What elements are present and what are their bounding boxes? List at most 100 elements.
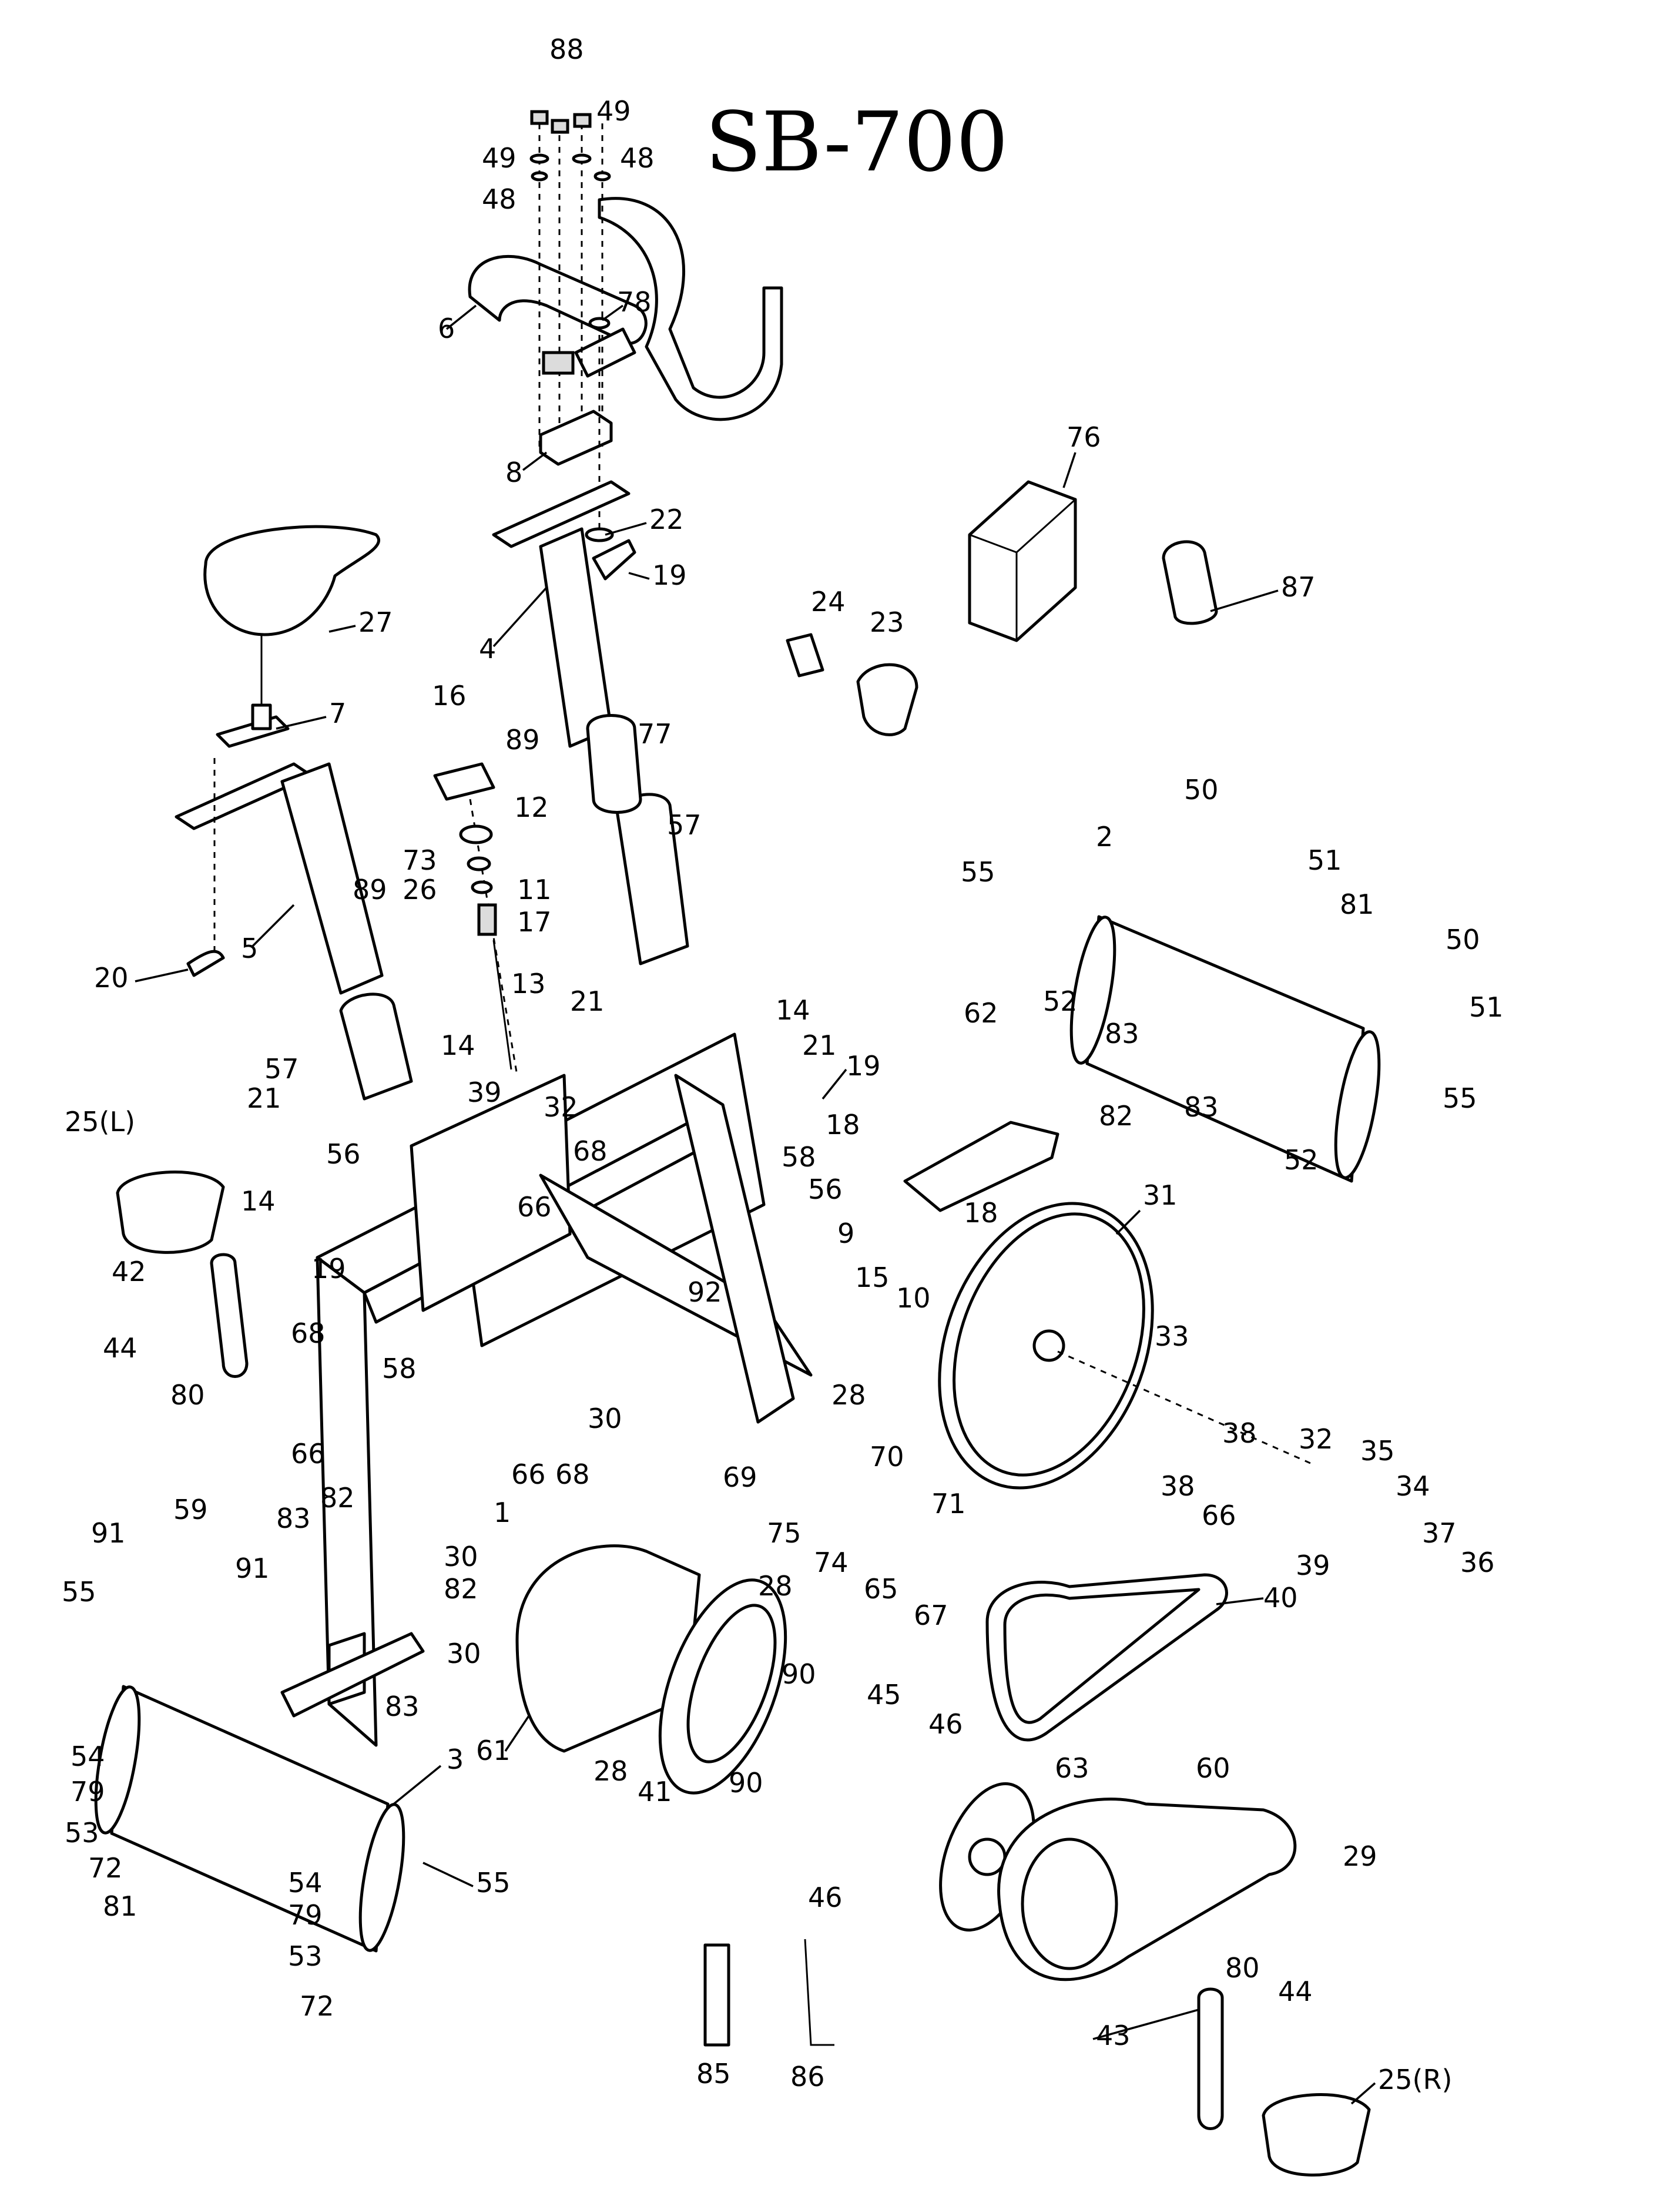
belt-40 — [985, 1573, 1228, 1742]
model-title: SB-700 — [705, 95, 1008, 190]
seat-guide-57-left — [339, 992, 413, 1101]
water-bottle-87 — [1162, 540, 1218, 625]
callout-72: 72 — [88, 1852, 123, 1884]
callout-91: 91 — [235, 1553, 270, 1584]
callout-16: 16 — [432, 680, 467, 712]
callout-34: 34 — [1396, 1470, 1430, 1502]
callout-71: 71 — [931, 1488, 966, 1520]
frame-1 — [280, 1032, 813, 1747]
callout-12: 12 — [514, 792, 549, 823]
callout-50: 50 — [1446, 924, 1480, 955]
callout-31: 31 — [1143, 1179, 1178, 1211]
callout-66: 66 — [1202, 1500, 1236, 1531]
callout-4: 4 — [479, 633, 496, 665]
callout-50: 50 — [1184, 774, 1219, 806]
callout-19: 19 — [311, 1253, 346, 1285]
callout-83: 83 — [276, 1503, 311, 1534]
callout-83: 83 — [1184, 1091, 1219, 1123]
callout-3: 3 — [447, 1743, 464, 1775]
callout-88: 88 — [549, 33, 584, 65]
callout-20: 20 — [94, 962, 129, 994]
callout-21: 21 — [247, 1082, 281, 1114]
callout-67: 67 — [914, 1600, 948, 1631]
callout-43: 43 — [1096, 2020, 1131, 2051]
callout-39: 39 — [467, 1077, 502, 1108]
callout-60: 60 — [1196, 1752, 1230, 1784]
callout-14: 14 — [241, 1185, 276, 1217]
callout-36: 36 — [1460, 1547, 1495, 1578]
callout-90: 90 — [729, 1767, 763, 1799]
callout-89: 89 — [505, 724, 540, 756]
callout-27: 27 — [358, 606, 393, 638]
callout-32: 32 — [544, 1091, 578, 1123]
callout-82: 82 — [320, 1482, 355, 1514]
callout-30: 30 — [447, 1638, 481, 1669]
callout-51: 51 — [1469, 991, 1504, 1023]
callout-33: 33 — [1155, 1320, 1189, 1352]
callout-90: 90 — [782, 1658, 816, 1690]
front-base-tube-3 — [94, 1685, 405, 1953]
cover-62 — [903, 1121, 1059, 1212]
bottle-holder-23-24 — [786, 633, 918, 736]
callout-52: 52 — [1284, 1144, 1319, 1176]
callout-7: 7 — [329, 698, 346, 729]
callout-81: 81 — [103, 1890, 138, 1922]
callout-63: 63 — [1055, 1752, 1089, 1784]
callout-72: 72 — [300, 1990, 334, 2022]
callout-70: 70 — [870, 1441, 904, 1473]
callout-66: 66 — [517, 1191, 552, 1223]
callout-48: 48 — [482, 183, 517, 215]
callout-57: 57 — [667, 809, 702, 841]
callout-21: 21 — [802, 1030, 837, 1061]
rear-base-tube-2 — [1069, 915, 1381, 1183]
wrench-85 — [703, 1943, 730, 2047]
callout-49: 49 — [596, 95, 631, 127]
callout-66: 66 — [511, 1458, 546, 1490]
callout-85: 85 — [696, 2058, 731, 2090]
callout-54: 54 — [288, 1867, 323, 1899]
callout-32: 32 — [1299, 1423, 1333, 1455]
callout-79: 79 — [71, 1776, 105, 1808]
callout-77: 77 — [638, 718, 672, 750]
callout-91: 91 — [91, 1517, 126, 1549]
callout-19: 19 — [652, 559, 687, 591]
callout-15: 15 — [855, 1262, 890, 1293]
callout-35: 35 — [1360, 1435, 1395, 1467]
callout-62: 62 — [964, 997, 998, 1029]
callout-59: 59 — [173, 1494, 208, 1525]
callout-26: 26 — [403, 874, 437, 906]
callout-18: 18 — [826, 1109, 860, 1141]
callout-44: 44 — [103, 1332, 138, 1364]
callout-56: 56 — [808, 1173, 843, 1205]
callout-92: 92 — [688, 1276, 722, 1308]
callout-66: 66 — [291, 1438, 326, 1470]
callout-83: 83 — [1105, 1018, 1139, 1049]
callout-13: 13 — [511, 968, 546, 1000]
callout-46: 46 — [928, 1708, 963, 1740]
side-cover-61 — [515, 1544, 701, 1753]
callout-22: 22 — [649, 504, 684, 535]
callout-82: 82 — [1099, 1100, 1134, 1132]
callout-65: 65 — [864, 1573, 898, 1605]
callout-28: 28 — [758, 1570, 793, 1602]
callout-14: 14 — [776, 994, 810, 1026]
callout-19: 19 — [846, 1050, 881, 1082]
callout-55: 55 — [476, 1867, 511, 1899]
callout-40: 40 — [1263, 1582, 1298, 1614]
callout-83: 83 — [385, 1691, 420, 1722]
callout-57: 57 — [264, 1053, 299, 1085]
callout-28: 28 — [593, 1755, 628, 1787]
callout-9: 9 — [837, 1218, 854, 1249]
pedal-25-left — [116, 1171, 225, 1254]
callout-25-right: 25(R) — [1378, 2064, 1452, 2095]
crank-arm-43 — [1197, 1987, 1224, 2130]
callout-29: 29 — [1343, 1840, 1377, 1872]
callout-28: 28 — [831, 1379, 866, 1411]
callout-10: 10 — [896, 1282, 931, 1314]
saddle-27 — [203, 525, 380, 723]
callout-2: 2 — [1096, 821, 1113, 853]
callout-38: 38 — [1161, 1470, 1195, 1502]
pedal-25-right — [1262, 2093, 1371, 2177]
callout-79: 79 — [288, 1899, 323, 1931]
crank-arm-42 — [210, 1253, 249, 1378]
